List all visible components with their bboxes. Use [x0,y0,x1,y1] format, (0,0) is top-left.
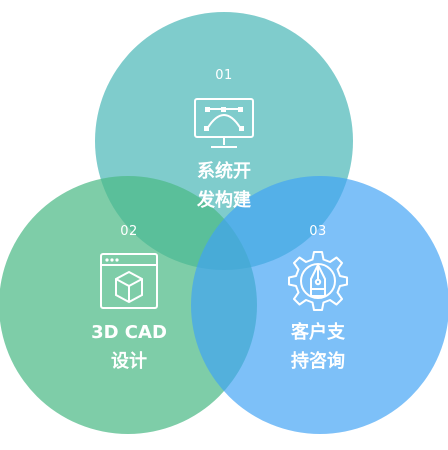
node-number-02: 02 [120,224,138,239]
node-label-line2-01: 发构建 [197,190,251,211]
node-label-line1-01: 系统开 [197,161,251,182]
node-number-03: 03 [309,224,327,239]
support-circle [191,176,448,434]
cad-circle [0,176,257,434]
browser-cube-icon [99,252,159,310]
node-number-01: 01 [215,68,233,83]
node-label-line1-02: 3D CAD [91,322,167,343]
node-label-line2-02: 设计 [111,351,147,372]
monitor-bezier-pen-icon [193,97,255,153]
node-label-line2-03: 持咨询 [291,351,345,372]
gear-pen-icon [286,249,350,313]
node-label-line1-03: 客户支 [291,322,345,343]
